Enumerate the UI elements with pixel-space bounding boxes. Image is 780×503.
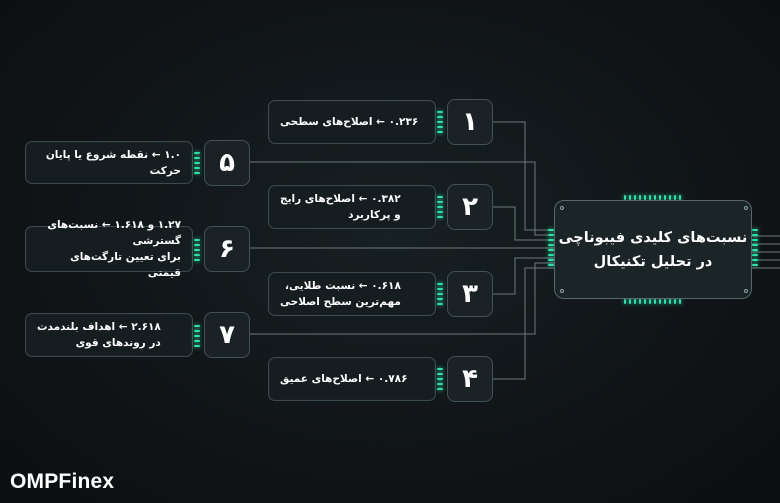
item-number-7: ۷ [204,312,250,358]
corner-dot [560,289,564,293]
item-card-5: ۱.۰ ← نقطه شروع یا پایان حرکت [25,141,193,184]
item-text-3: ۰.۶۱۸ ← نسبت طلایی، مهم‌ترین سطح اصلاحی [280,280,401,308]
center-title-line1: نسبت‌های کلیدی فیبوناچی [558,229,748,246]
item-text-4: ۰.۷۸۶ ← اصلاح‌های عمیق [280,373,408,385]
item-pins-2 [437,196,443,218]
item-pins-7 [194,325,200,347]
item-pins-3 [437,283,443,305]
item-number-3: ۳ [447,271,493,317]
item-text-2: ۰.۳۸۲ ← اصلاح‌های رایج و پرکاربرد [280,193,401,221]
corner-dot [744,289,748,293]
item-number-4: ۴ [447,356,493,402]
item-card-6: ۱.۲۷ و ۱.۶۱۸ ← نسبت‌های گسترشی برای تعیی… [25,219,193,279]
item-text-6: ۱.۲۷ و ۱.۶۱۸ ← نسبت‌های گسترشی برای تعیی… [47,219,181,279]
center-pins-top [624,195,681,200]
center-pins-bottom [624,299,681,304]
item-pins-1 [437,111,443,133]
item-pins-4 [437,368,443,390]
item-pins-5 [194,152,200,174]
center-title-line2: در تحلیل تکنیکال [593,253,713,270]
center-pins-left [548,229,554,266]
item-pins-6 [194,239,200,261]
item-number-2: ۲ [447,184,493,230]
center-pins-right [752,229,758,266]
item-card-1: ۰.۲۳۶ ← اصلاح‌های سطحی [268,100,436,144]
item-card-3: ۰.۶۱۸ ← نسبت طلایی، مهم‌ترین سطح اصلاحی [268,272,436,316]
item-card-4: ۰.۷۸۶ ← اصلاح‌های عمیق [268,357,436,401]
brand-logo: OMPFinex [10,470,115,493]
item-card-7: ۲.۶۱۸ ← اهداف بلندمدت در روندهای قوی [25,313,193,357]
item-card-2: ۰.۳۸۲ ← اصلاح‌های رایج و پرکاربرد [268,185,436,229]
corner-dot [560,206,564,210]
center-title-box: نسبت‌های کلیدی فیبوناچی در تحلیل تکنیکال [554,200,752,299]
item-number-1: ۱ [447,99,493,145]
item-number-6: ۶ [204,226,250,272]
item-text-5: ۱.۰ ← نقطه شروع یا پایان حرکت [45,148,181,177]
corner-dot [744,206,748,210]
item-text-7: ۲.۶۱۸ ← اهداف بلندمدت در روندهای قوی [37,321,161,349]
item-number-5: ۵ [204,140,250,186]
item-text-1: ۰.۲۳۶ ← اصلاح‌های سطحی [280,116,419,128]
